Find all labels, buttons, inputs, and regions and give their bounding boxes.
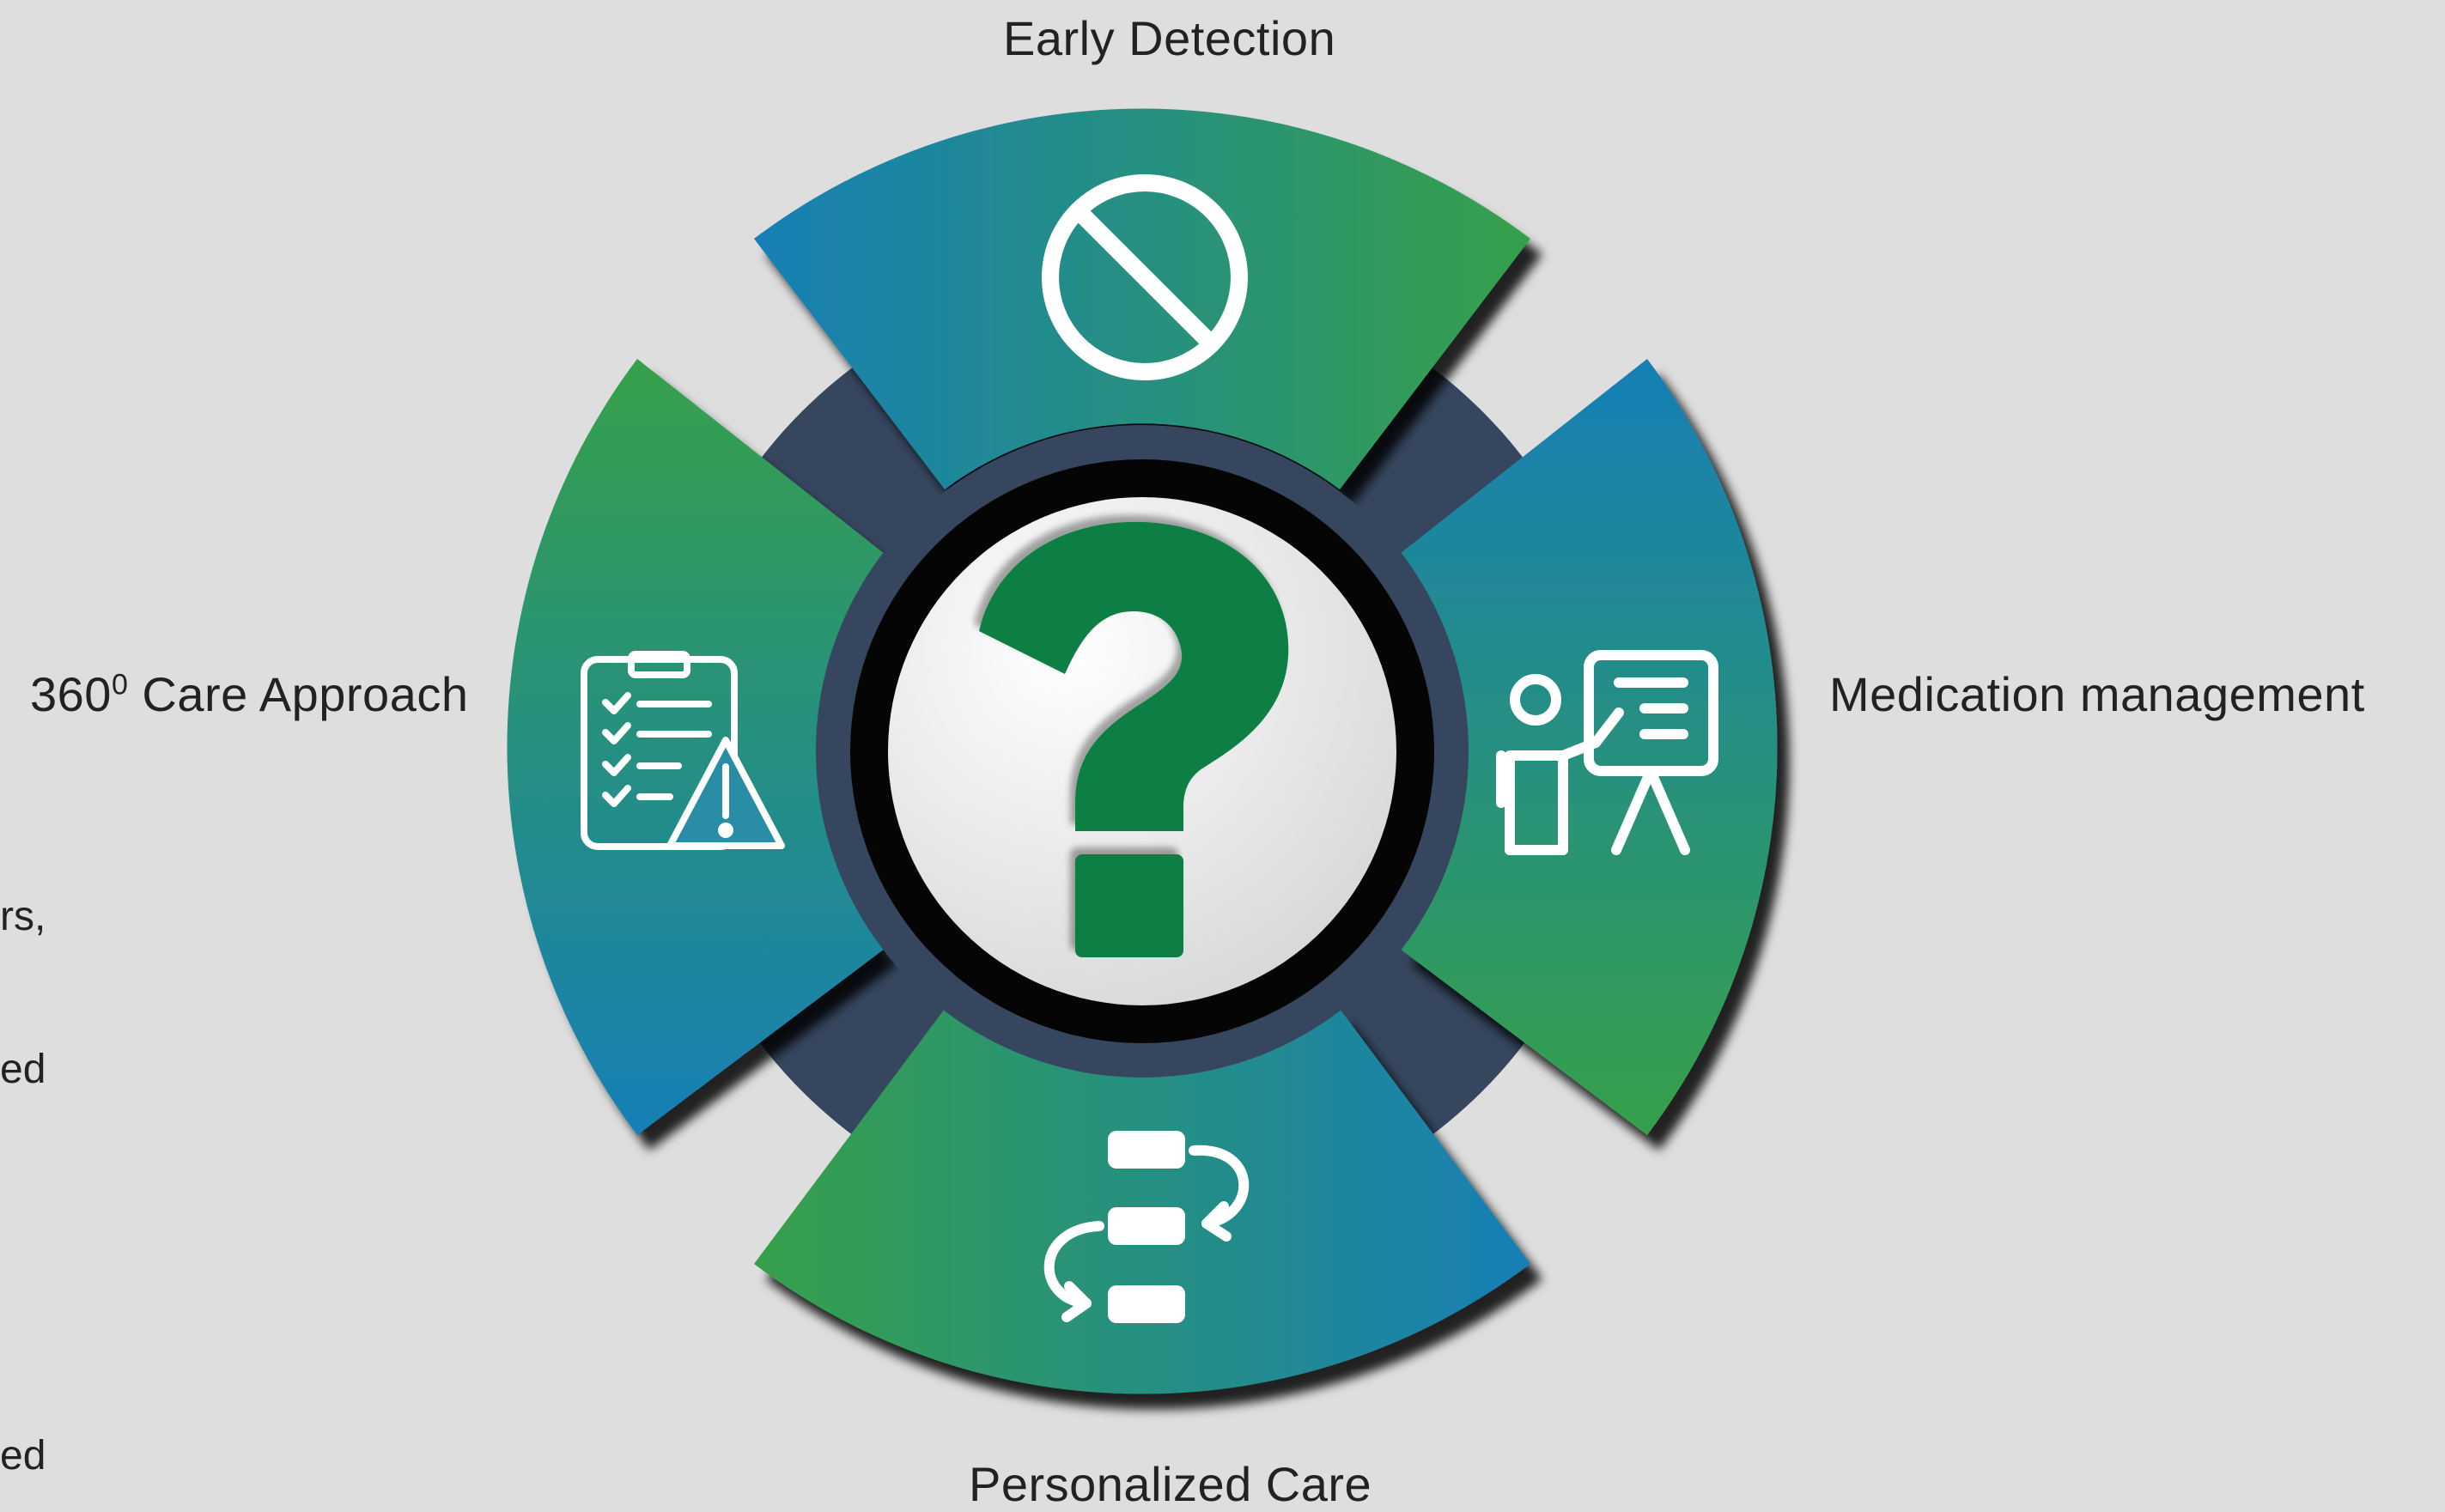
cropped-text-fragment: ed xyxy=(0,1433,46,1479)
label-care-approach-superscript: 0 xyxy=(111,668,129,701)
segment-left xyxy=(507,359,885,1135)
label-care-approach: 3600 Care Approach xyxy=(30,666,469,722)
cropped-text-fragment: rs, xyxy=(0,894,46,939)
label-medication-management: Medication management xyxy=(1829,667,2365,721)
label-early-detection: Early Detection xyxy=(1003,11,1336,65)
checklist-warning-icon xyxy=(581,651,785,850)
prohibition-icon xyxy=(1042,174,1248,380)
segment-top xyxy=(754,108,1530,490)
label-personalized-care: Personalized Care xyxy=(969,1457,1372,1511)
process-flow-icon xyxy=(1043,1131,1250,1323)
label-care-approach-prefix: 360 xyxy=(30,667,112,721)
question-mark-icon xyxy=(979,521,1289,957)
label-care-approach-suffix: Care Approach xyxy=(142,667,469,721)
segment-bottom xyxy=(754,1009,1530,1394)
cropped-text-fragment: ed xyxy=(0,1047,46,1092)
presentation-board-icon xyxy=(1496,650,1718,855)
